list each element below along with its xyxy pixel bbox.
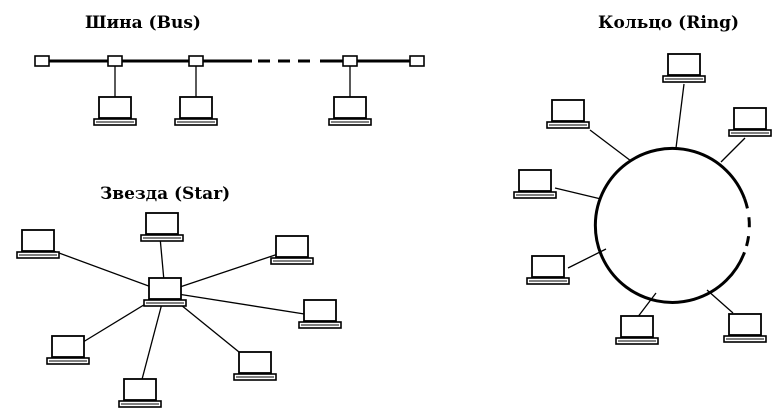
- ring-cable-gap: [743, 198, 751, 253]
- computer-icon: [728, 107, 772, 137]
- computer-icon: [233, 351, 277, 381]
- bus-terminator-left: [34, 55, 50, 67]
- star-topology: Звезда (Star): [16, 184, 342, 408]
- computer-icon: [16, 229, 60, 259]
- bus-terminator-right: [409, 55, 425, 67]
- bus-title: Шина (Bus): [85, 13, 201, 33]
- connector-icon: [107, 55, 123, 67]
- computer-icon: [93, 96, 137, 126]
- star-title: Звезда (Star): [100, 184, 230, 204]
- computer-icon: [546, 99, 590, 129]
- computer-icon: [298, 299, 342, 329]
- computer-icon: [615, 315, 659, 345]
- ring-title: Кольцо (Ring): [598, 13, 739, 33]
- computer-icon: [513, 169, 557, 199]
- computer-icon: [270, 235, 314, 265]
- computer-icon: [140, 212, 184, 242]
- computer-icon: [662, 53, 706, 83]
- computer-icon: [46, 335, 90, 365]
- ring-links: [554, 83, 746, 319]
- computer-icon: [118, 378, 162, 408]
- ring-cable: [593, 146, 747, 304]
- connector-icon: [188, 55, 204, 67]
- connector-icon: [342, 55, 358, 67]
- computer-icon: [174, 96, 218, 126]
- computer-icon: [526, 255, 570, 285]
- ring-topology: Кольцо (Ring): [513, 13, 772, 345]
- bus-topology: Шина (Bus): [34, 13, 425, 126]
- computer-icon: [723, 313, 767, 343]
- computer-icon: [328, 96, 372, 126]
- hub-icon: [143, 277, 187, 307]
